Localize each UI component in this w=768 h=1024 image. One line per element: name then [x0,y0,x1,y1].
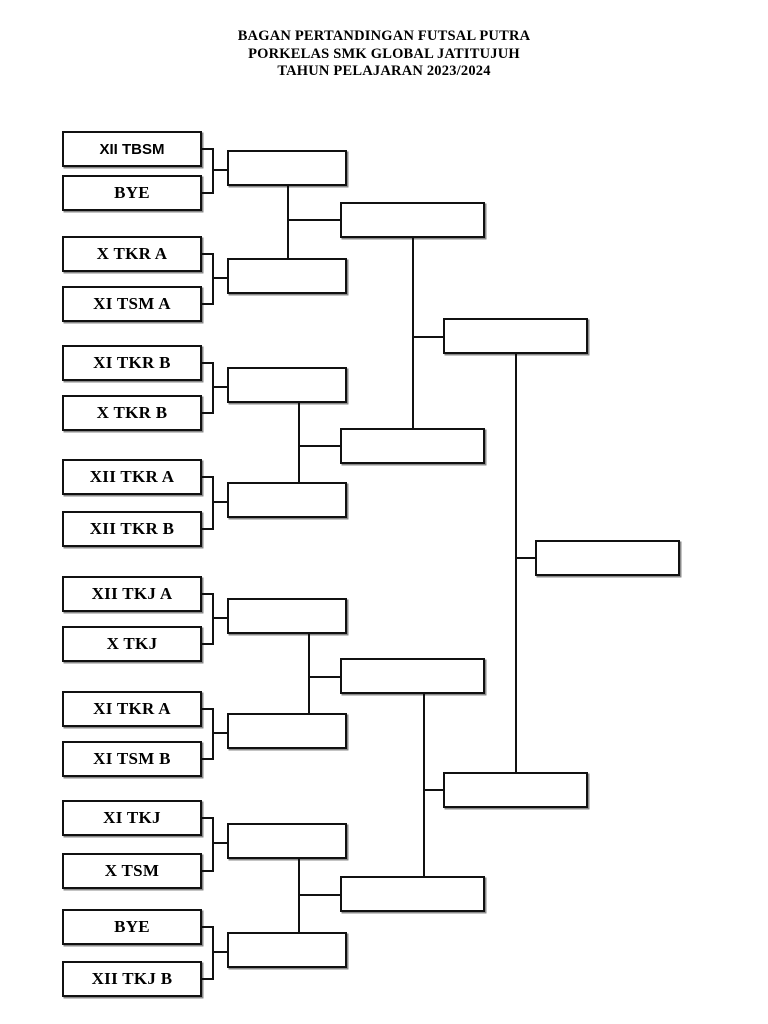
team-box-2[interactable]: BYE [62,175,202,211]
connector-r2-gD-out [298,894,352,896]
connector-r1-p5-top [202,593,214,595]
connector-final-spine [515,354,517,773]
connector-r1-p3-bottom [202,412,214,414]
connector-r1-p3-top [202,362,214,364]
connector-r1-p3-spine [212,362,214,414]
connector-r1-p4-bottom [202,528,214,530]
round2-box-7[interactable] [227,823,347,859]
connector-r1-p1-top [202,148,214,150]
round2-box-6[interactable] [227,713,347,749]
connector-r2-gB-out [298,445,342,447]
connector-r1-p7-top [202,817,214,819]
round2-box-8[interactable] [227,932,347,968]
page-title: BAGAN PERTANDINGAN FUTSAL PUTRA PORKELAS… [0,28,768,81]
round2-box-1[interactable] [227,150,347,186]
round3-box-3[interactable] [340,658,485,694]
team-box-8[interactable]: XII TKR B [62,511,202,547]
connector-r1-p8-spine [212,926,214,980]
connector-r1-p7-bottom [202,870,214,872]
champion-box[interactable] [535,540,680,576]
team-box-14[interactable]: X TSM [62,853,202,889]
connector-r1-p7-spine [212,817,214,872]
connector-r1-p4-out [212,501,229,503]
title-line-1: BAGAN PERTANDINGAN FUTSAL PUTRA [237,28,531,44]
connector-r3-lower-spine [423,694,425,876]
team-box-3[interactable]: X TKR A [62,236,202,272]
connector-final-out [515,557,537,559]
connector-r1-p3-out [212,386,229,388]
connector-r3-upper-out [412,336,445,338]
connector-r1-p6-top [202,708,214,710]
connector-r1-p8-out [212,951,229,953]
connector-r1-p6-out [212,732,229,734]
connector-r2-gC-spine [308,634,310,713]
round2-box-5[interactable] [227,598,347,634]
team-box-15[interactable]: BYE [62,909,202,945]
team-box-13[interactable]: XI TKJ [62,800,202,836]
connector-r1-p6-spine [212,708,214,760]
connector-r1-p5-bottom [202,643,214,645]
round4-box-2[interactable] [443,772,588,808]
connector-r1-p7-out [212,842,229,844]
round2-box-4[interactable] [227,482,347,518]
connector-r1-p8-top [202,926,214,928]
team-box-7[interactable]: XII TKR A [62,459,202,495]
round3-box-4[interactable] [340,876,485,912]
title-line-3: TAHUN PELAJARAN 2023/2024 [277,63,491,79]
title-line-2: PORKELAS SMK GLOBAL JATITUJUH [248,45,520,62]
connector-r1-p2-bottom [202,303,214,305]
connector-r1-p4-spine [212,476,214,530]
team-box-10[interactable]: X TKJ [62,626,202,662]
round3-box-2[interactable] [340,428,485,464]
connector-r1-p5-spine [212,593,214,645]
connector-r1-p6-bottom [202,758,214,760]
connector-r1-p5-out [212,617,229,619]
team-box-6[interactable]: X TKR B [62,395,202,431]
connector-r1-p1-spine [212,148,214,194]
team-box-11[interactable]: XI TKR A [62,691,202,727]
connector-r3-lower-out [423,789,447,791]
round4-box-1[interactable] [443,318,588,354]
connector-r2-gA-out [287,219,342,221]
round2-box-2[interactable] [227,258,347,294]
connector-r1-p2-out [212,277,229,279]
round2-box-3[interactable] [227,367,347,403]
team-box-1[interactable]: XII TBSM [62,131,202,167]
round3-box-1[interactable] [340,202,485,238]
connector-r3-upper-spine [412,238,414,428]
connector-r2-gB-spine [298,403,300,482]
team-box-12[interactable]: XI TSM B [62,741,202,777]
team-box-4[interactable]: XI TSM A [62,286,202,322]
connector-r1-p2-top [202,253,214,255]
connector-r1-p1-out [212,169,229,171]
team-box-9[interactable]: XII TKJ A [62,576,202,612]
team-box-5[interactable]: XI TKR B [62,345,202,381]
connector-r2-gA-spine [287,186,289,258]
connector-r1-p8-bottom [202,978,214,980]
connector-r2-gC-out [308,676,352,678]
connector-r1-p2-spine [212,253,214,305]
connector-r1-p1-bottom [202,192,214,194]
connector-r1-p4-top [202,476,214,478]
team-box-16[interactable]: XII TKJ B [62,961,202,997]
